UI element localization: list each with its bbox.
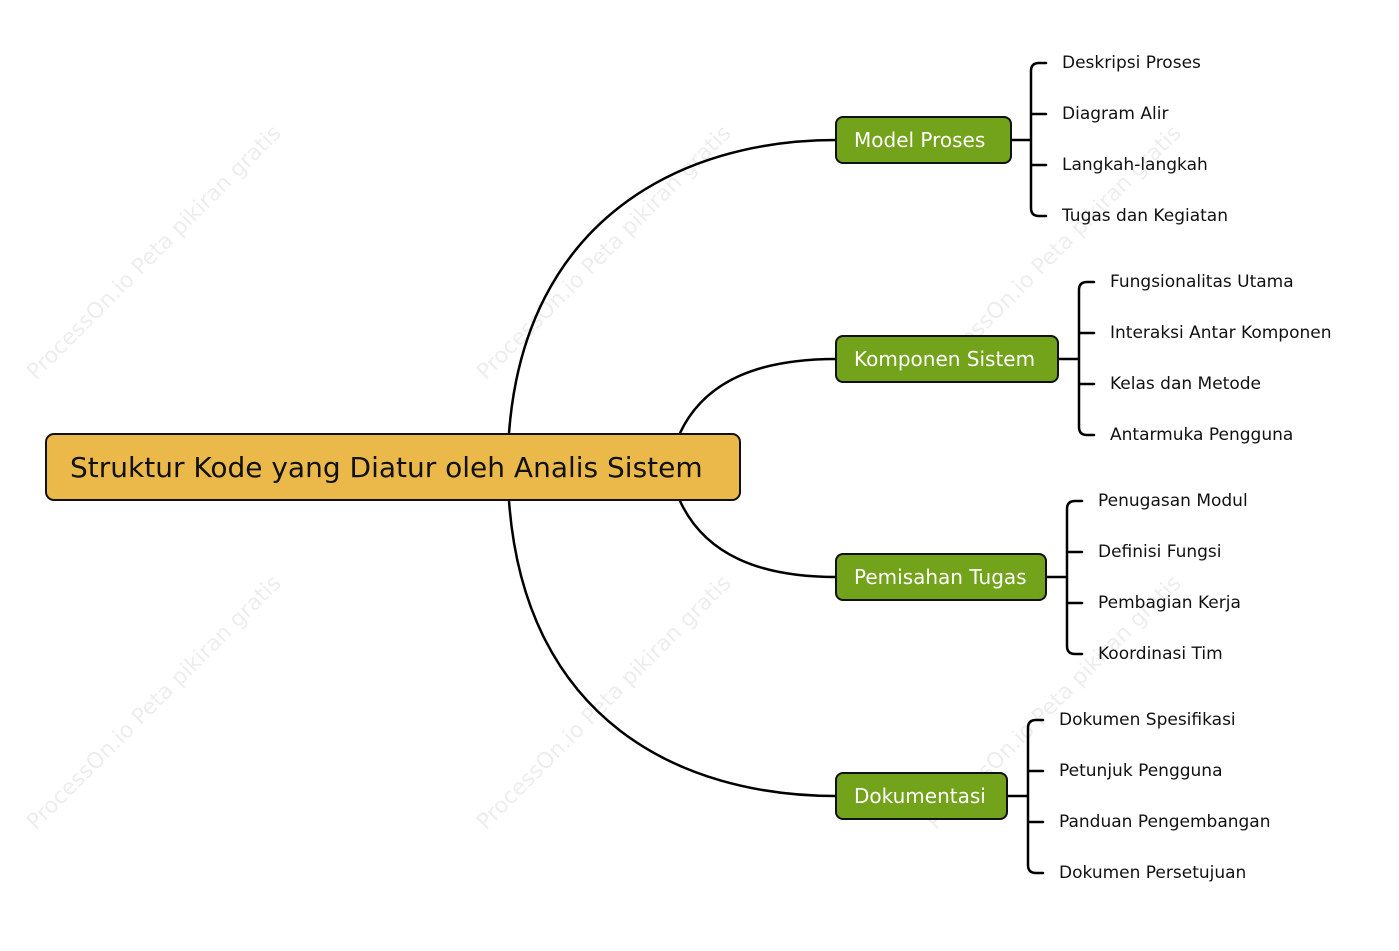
root-topic[interactable]: Struktur Kode yang Diatur oleh Analis Si… — [45, 433, 741, 501]
leaf-fungsionalitas-utama[interactable]: Fungsionalitas Utama — [1110, 272, 1294, 292]
connector-root-pemisahan-tugas — [678, 499, 838, 579]
branch-komponen-sistem[interactable]: Komponen Sistem — [835, 335, 1059, 383]
leaf-dokumen-spesifikasi[interactable]: Dokumen Spesifikasi — [1059, 710, 1236, 730]
brace-pemisahan-tugas — [1045, 499, 1084, 656]
branch-dokumentasi[interactable]: Dokumentasi — [835, 772, 1008, 820]
brace-dokumentasi — [1006, 718, 1045, 875]
leaf-langkah-langkah[interactable]: Langkah-langkah — [1062, 155, 1208, 175]
leaf-pembagian-kerja[interactable]: Pembagian Kerja — [1098, 593, 1241, 613]
branch-model-proses[interactable]: Model Proses — [835, 116, 1012, 164]
leaf-definisi-fungsi[interactable]: Definisi Fungsi — [1098, 542, 1222, 562]
brace-komponen-sistem — [1057, 280, 1096, 437]
leaf-antarmuka-pengguna[interactable]: Antarmuka Pengguna — [1110, 425, 1294, 445]
leaf-diagram-alir[interactable]: Diagram Alir — [1062, 104, 1169, 124]
connector-root-dokumentasi — [507, 499, 838, 798]
leaf-panduan-pengembangan[interactable]: Panduan Pengembangan — [1059, 812, 1271, 832]
leaf-dokumen-persetujuan[interactable]: Dokumen Persetujuan — [1059, 863, 1247, 883]
brace-model-proses — [1010, 61, 1048, 218]
leaf-kelas-dan-metode[interactable]: Kelas dan Metode — [1110, 374, 1261, 394]
branch-pemisahan-tugas[interactable]: Pemisahan Tugas — [835, 553, 1047, 601]
connector-root-model-proses — [507, 138, 838, 435]
leaf-tugas-dan-kegiatan[interactable]: Tugas dan Kegiatan — [1062, 206, 1228, 226]
leaf-koordinasi-tim[interactable]: Koordinasi Tim — [1098, 644, 1223, 664]
leaf-deskripsi-proses[interactable]: Deskripsi Proses — [1062, 53, 1201, 73]
leaf-interaksi-antar-komponen[interactable]: Interaksi Antar Komponen — [1110, 323, 1332, 343]
leaf-penugasan-modul[interactable]: Penugasan Modul — [1098, 491, 1248, 511]
leaf-petunjuk-pengguna[interactable]: Petunjuk Pengguna — [1059, 761, 1223, 781]
connector-root-komponen-sistem — [678, 357, 838, 435]
